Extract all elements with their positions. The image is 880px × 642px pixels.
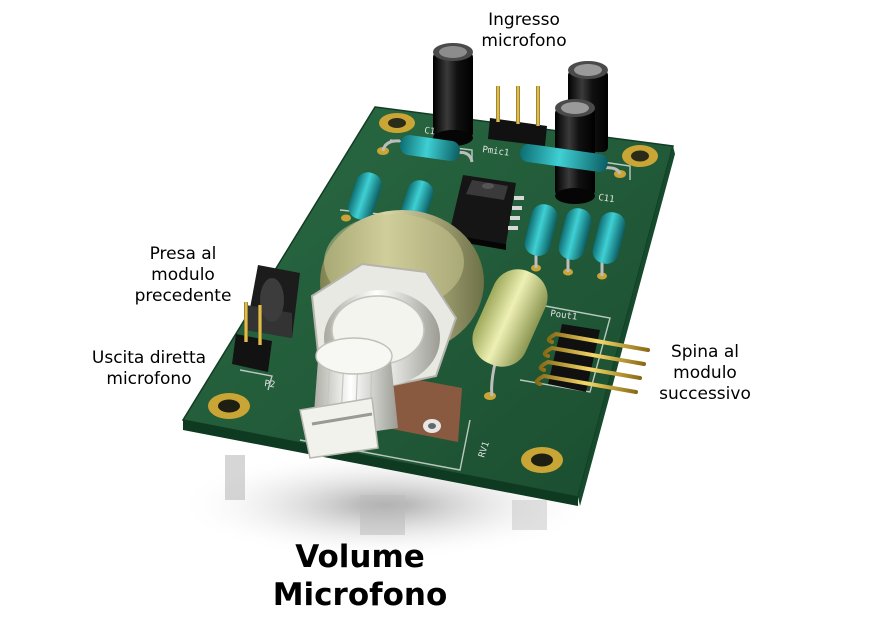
ref-p2: P2: [264, 379, 276, 390]
mounting-hole-top-right: [622, 145, 658, 167]
film-capacitor-vertical-4: [558, 208, 592, 272]
jack-socket: [246, 265, 300, 338]
silkscreen-text: Pmic1 C1 C11 Pout1 P2 RV1: [264, 126, 615, 459]
mounting-hole-bottom-right: [521, 447, 563, 473]
label-spina-modulo-successivo: Spina al modulo successivo: [659, 342, 751, 404]
ref-pmic: Pmic1: [482, 145, 510, 159]
ref-c11: C11: [598, 193, 615, 205]
potentiometer: [299, 210, 484, 459]
mounting-hole-bottom-left: [208, 393, 250, 419]
film-capacitor-horizontal-right: [520, 143, 622, 175]
diagram-title: Volume Microfono: [272, 539, 448, 613]
label-presa-modulo-precedente: Presa al modulo precedente: [134, 244, 232, 306]
yellow-capacitor: [472, 269, 548, 397]
film-capacitor-horizontal-left: [381, 135, 474, 163]
pin-header-p2: [232, 302, 272, 372]
pin-header-pout: [534, 324, 650, 394]
pin-header-mic-input: [488, 86, 547, 146]
label-uscita-diretta-microfono: Uscita diretta microfono: [91, 348, 207, 389]
label-ingresso-microfono: Ingresso microfono: [481, 10, 567, 51]
electrolytic-capacitor-left: [433, 43, 473, 146]
mounting-hole-top-left: [379, 113, 415, 133]
film-capacitor-vertical-1: [348, 172, 382, 220]
ref-pout: Pout1: [550, 309, 578, 323]
film-capacitor-vertical-3: [524, 204, 558, 268]
ref-rv1: RV1: [477, 440, 492, 459]
film-capacitor-vertical-5: [592, 212, 626, 276]
ref-c1: C1: [424, 126, 436, 137]
